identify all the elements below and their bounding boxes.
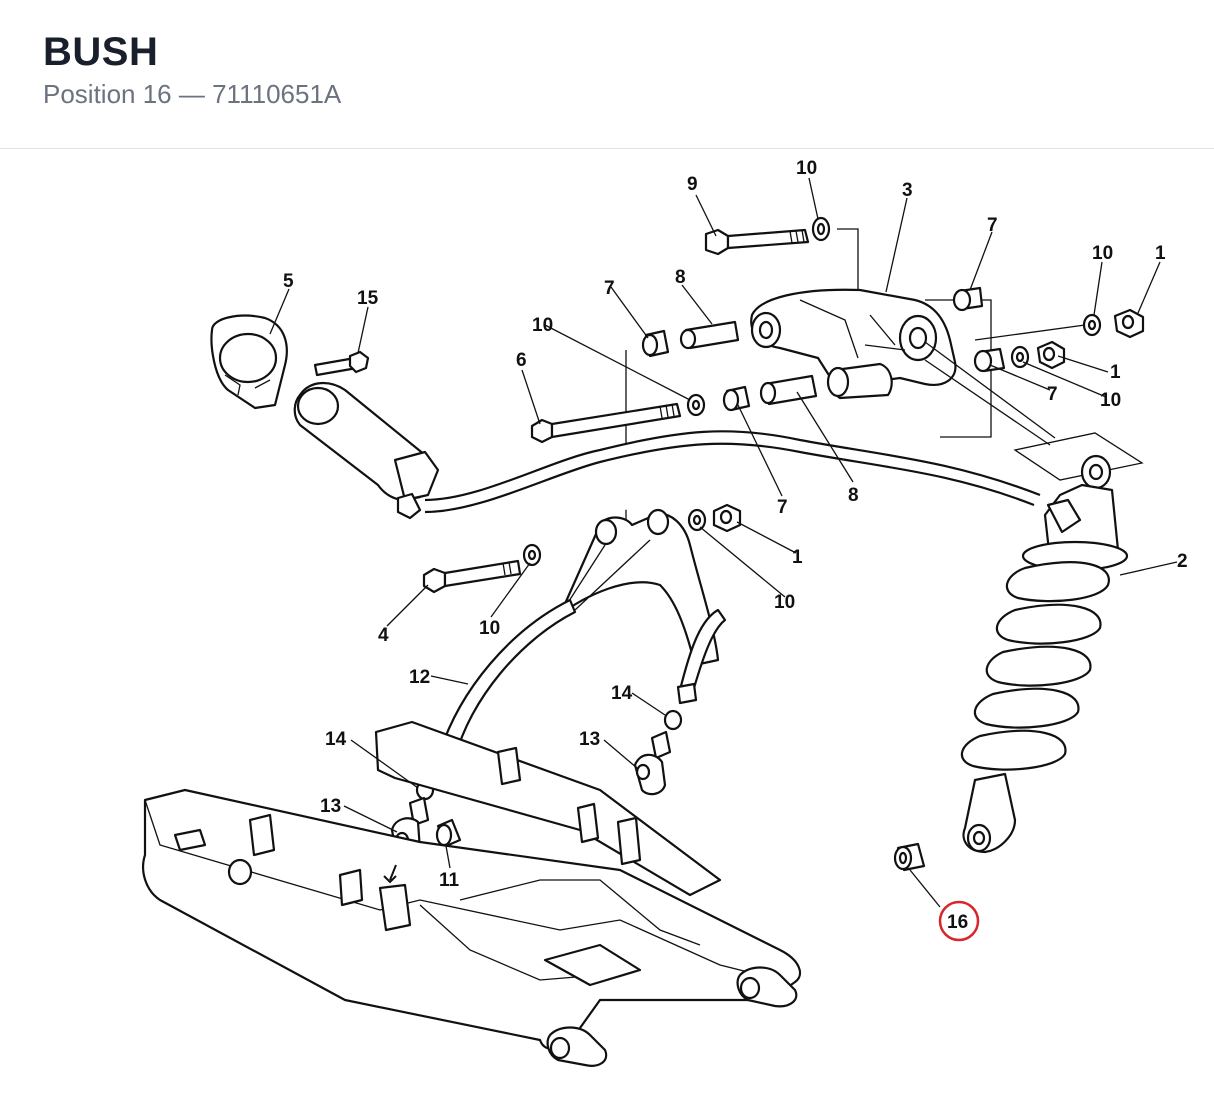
- washer-10-right: [1082, 313, 1102, 337]
- bush-7-upper: [641, 329, 670, 358]
- callout-12[interactable]: 12: [409, 667, 430, 688]
- callout-10-link[interactable]: 10: [774, 592, 795, 613]
- callout-1-mid-right[interactable]: 1: [1110, 362, 1121, 383]
- callout-8-lower[interactable]: 8: [848, 485, 859, 506]
- callout-9[interactable]: 9: [687, 174, 698, 195]
- callout-13-left[interactable]: 13: [320, 796, 341, 817]
- callout-14-right[interactable]: 14: [611, 683, 633, 704]
- page-header: BUSH Position 16 — 71110651A: [0, 0, 1214, 149]
- bush-16: [893, 842, 926, 872]
- callout-4[interactable]: 4: [378, 625, 389, 646]
- swingarm: [142, 720, 802, 1067]
- exploded-parts-diagram: 9 10 3 7 10 1 1 10 7 7 8 10 6 5 15 7 8 2…: [0, 150, 1214, 1093]
- clamp-5: [210, 314, 288, 410]
- callout-10-mid-right[interactable]: 10: [1100, 390, 1121, 411]
- callout-6[interactable]: 6: [516, 350, 527, 371]
- washer-10-right-mid: [1010, 345, 1030, 369]
- callout-8-upper[interactable]: 8: [675, 267, 686, 288]
- callout-16-highlight-ring: [938, 900, 980, 942]
- rod-end-13-right: [633, 730, 672, 796]
- callout-7-mid-right[interactable]: 7: [1047, 384, 1058, 405]
- bolt-4: [422, 559, 522, 594]
- bush-7-right: [973, 347, 1006, 373]
- callout-1-link[interactable]: 1: [792, 547, 803, 568]
- callout-labels: 9 10 3 7 10 1 1 10 7 7 8 10 6 5 15 7 8 2…: [283, 158, 1188, 942]
- bolt-9: [704, 228, 810, 256]
- leader-lines: [269, 177, 1178, 908]
- bush-7-lower: [722, 385, 751, 412]
- part-subtitle: Position 16 — 71110651A: [43, 79, 342, 109]
- callout-13-right[interactable]: 13: [579, 729, 600, 750]
- callout-7-lower[interactable]: 7: [777, 497, 788, 518]
- part-title: BUSH: [43, 30, 159, 74]
- callout-3[interactable]: 3: [902, 180, 913, 201]
- washer-10-bolt4: [522, 543, 542, 567]
- shock-absorber-2: [960, 454, 1129, 854]
- bush-7-top-right: [952, 286, 984, 312]
- callout-15[interactable]: 15: [357, 288, 379, 309]
- nut-14-right: [663, 709, 683, 731]
- callout-7-upper[interactable]: 7: [604, 278, 615, 299]
- nut-1-right-mid: [1036, 340, 1066, 370]
- washer-10-link: [687, 508, 707, 532]
- nut-1-right-top: [1113, 308, 1145, 339]
- washer-10-left-mid: [686, 393, 706, 417]
- callout-5[interactable]: 5: [283, 271, 294, 292]
- callout-2[interactable]: 2: [1177, 551, 1188, 572]
- washer-10-top: [811, 216, 831, 242]
- bolt-6: [530, 402, 682, 444]
- callout-1-top-right[interactable]: 1: [1155, 243, 1166, 264]
- rocker-3: [750, 288, 957, 400]
- callout-10-top[interactable]: 10: [796, 158, 817, 179]
- bush-11: [435, 818, 462, 848]
- shock-reservoir: [293, 382, 440, 520]
- spacer-8-upper: [679, 320, 740, 350]
- callout-11[interactable]: 11: [439, 870, 460, 891]
- diagram-canvas: 9 10 3 7 10 1 1 10 7 7 8 10 6 5 15 7 8 2…: [142, 158, 1188, 1067]
- callout-10-top-right[interactable]: 10: [1092, 243, 1113, 264]
- screw-15: [313, 350, 370, 377]
- nut-1-link: [712, 503, 742, 533]
- callout-7-top-right[interactable]: 7: [987, 215, 998, 236]
- callout-16[interactable]: 16: [947, 912, 968, 933]
- spacer-8-lower: [759, 374, 818, 406]
- callout-14-left[interactable]: 14: [325, 729, 347, 750]
- callout-10-left[interactable]: 10: [532, 315, 553, 336]
- callout-10-bolt4[interactable]: 10: [479, 618, 500, 639]
